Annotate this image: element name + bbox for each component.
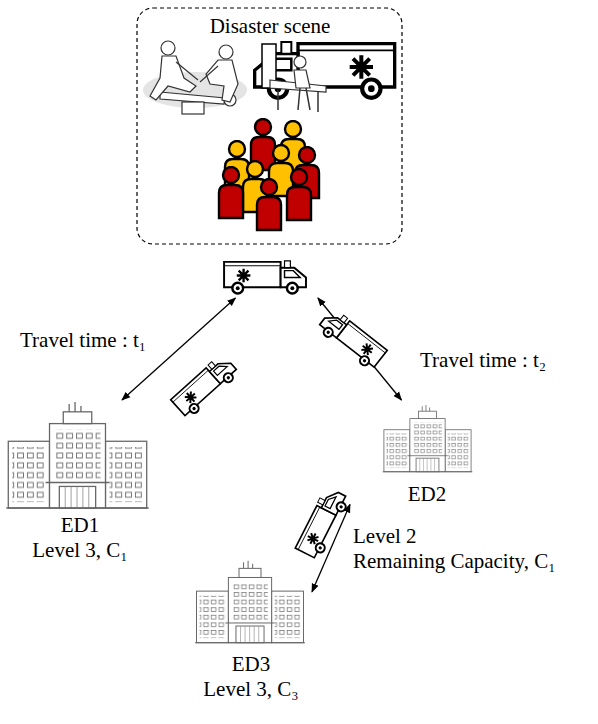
hospital-icon (6, 402, 148, 508)
hospital-label: Level 3, C₁ (32, 538, 127, 562)
ambulance-on-route (316, 307, 387, 371)
hospital-label: ED1 (61, 513, 100, 537)
hospital-label: ED2 (408, 482, 447, 506)
hospital-node: ED3Level 3, C₃ (190, 550, 312, 705)
hospital-label: Remaining Capacity, C₁ (353, 549, 556, 573)
ambulance-on-route (170, 353, 240, 420)
region-title: Disaster scene (210, 14, 331, 38)
hospital-label: Level 3, C₃ (203, 677, 298, 701)
hospital-icon (195, 561, 305, 643)
scene-region: Disaster scene (137, 8, 403, 298)
hospital-icon (383, 405, 473, 472)
scene-frame (137, 8, 402, 244)
hospital-label: Level 2 (353, 524, 417, 548)
hospital-node: ED1Level 3, C₁ (5, 400, 155, 566)
casualty-crowd (219, 119, 319, 230)
hospital-label: ED3 (232, 652, 271, 676)
ambulance-icon (224, 261, 306, 294)
paramedics-figure (143, 41, 247, 114)
travel-time-label: Travel time : t₁ (18, 328, 148, 352)
ambulance-on-route (295, 486, 351, 560)
hospital-node: ED2Level 2Remaining Capacity, C₁ (350, 400, 595, 580)
travel-time-label: Travel time : t₂ (418, 348, 548, 372)
scene-ambulance-figure (255, 42, 395, 112)
